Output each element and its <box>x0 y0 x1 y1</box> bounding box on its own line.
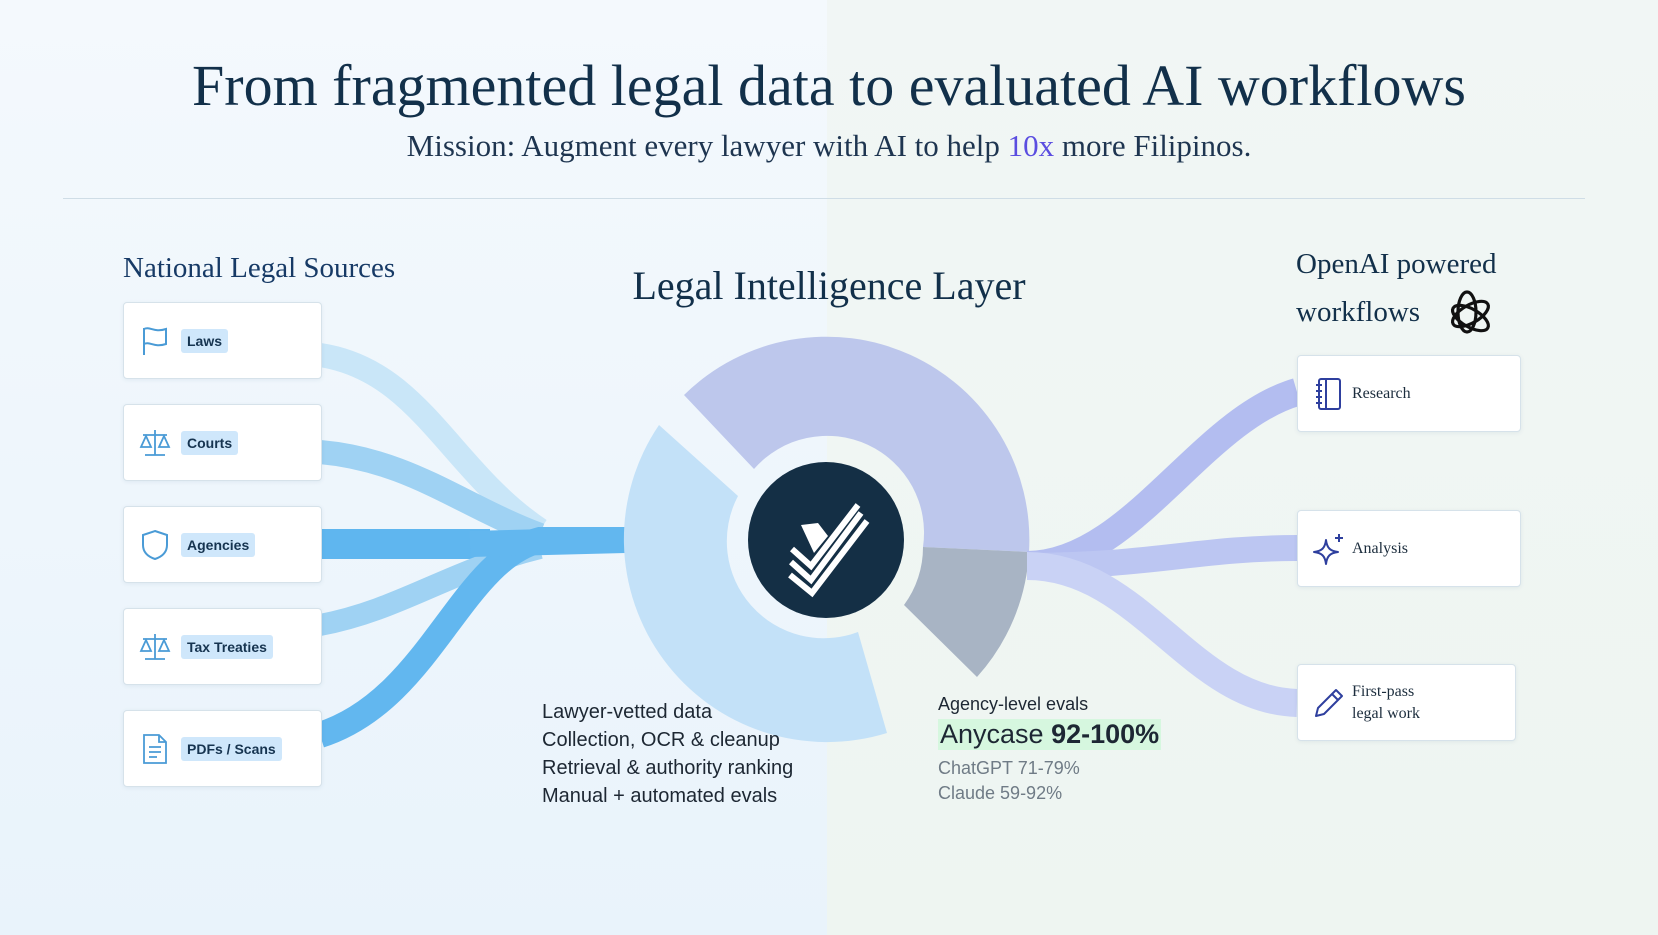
flow-laws <box>317 343 547 540</box>
pipeline-step: Retrieval & authority ranking <box>542 757 794 779</box>
anycase-logo-circle <box>748 462 904 618</box>
sparkle-icon <box>1312 532 1346 566</box>
source-card-laws[interactable]: Laws <box>123 302 322 379</box>
flow-courts <box>318 440 545 547</box>
mission-accent: 10x <box>1007 128 1055 163</box>
source-card-pdfs-scans[interactable]: PDFs / Scans <box>123 710 322 787</box>
flow-merge <box>469 527 626 557</box>
source-label: Laws <box>181 328 229 353</box>
workflow-label: Research <box>1352 384 1411 402</box>
workflow-label-line2: legal work <box>1352 704 1420 722</box>
flag-icon <box>138 324 172 358</box>
workflow-card-analysis[interactable]: Analysis <box>1297 510 1521 587</box>
anycase-score: Anycase 92-100% <box>938 719 1162 750</box>
layer-title: Legal Intelligence Layer <box>632 263 1026 308</box>
workflow-label: First-pass legal work <box>1352 681 1420 724</box>
donut-segment-top <box>684 336 1030 552</box>
pipeline-step: Lawyer-vetted data <box>542 701 713 723</box>
evals-heading: Agency-level evals <box>938 694 1089 714</box>
anycase-name: Anycase <box>940 719 1044 749</box>
document-icon <box>138 732 172 766</box>
donut-segment-right <box>904 547 1029 677</box>
workflows-title-line2-text: workflows <box>1296 295 1421 328</box>
source-label: Courts <box>181 430 239 455</box>
sources-title: National Legal Sources <box>123 252 396 284</box>
anycase-score-value: 92-100% <box>1051 719 1160 749</box>
workflow-label-line1: First-pass <box>1352 682 1415 700</box>
scales-icon <box>138 630 172 664</box>
scales-icon <box>138 426 172 460</box>
donut-segment-left <box>623 425 887 743</box>
workflow-label: Analysis <box>1352 539 1408 557</box>
notebook-icon <box>1312 377 1346 411</box>
source-label: PDFs / Scans <box>181 736 282 761</box>
evals-panel: Agency-level evals Anycase 92-100% ChatG… <box>938 694 1162 806</box>
workflow-card-first-pass[interactable]: First-pass legal work <box>1297 664 1516 741</box>
flow-firstpass <box>1026 552 1298 717</box>
workflows-title-line1: OpenAI powered <box>1296 248 1497 280</box>
source-card-courts[interactable]: Courts <box>123 404 322 481</box>
competitor-score: ChatGPT 71-79% <box>938 758 1080 778</box>
workflows-title: OpenAI powered workflows <box>1296 248 1556 343</box>
source-label: Tax Treaties <box>181 634 273 659</box>
intelligence-donut <box>623 336 1030 743</box>
anycase-check-logo <box>788 503 870 598</box>
competitor-score: Claude 59-92% <box>938 783 1063 803</box>
pencil-icon <box>1312 686 1346 720</box>
pipeline-step: Collection, OCR & cleanup <box>542 729 780 751</box>
openai-logo-icon <box>1451 290 1491 334</box>
source-label: Agencies <box>181 532 256 557</box>
pipeline-list: Lawyer-vetted data Collection, OCR & cle… <box>542 698 793 810</box>
source-card-tax-treaties[interactable]: Tax Treaties <box>123 608 322 685</box>
mission-statement: Mission: Augment every lawyer with AI to… <box>0 128 1658 164</box>
source-card-agencies[interactable]: Agencies <box>123 506 322 583</box>
workflow-card-research[interactable]: Research <box>1297 355 1521 432</box>
pipeline-step: Manual + automated evals <box>542 785 778 807</box>
mission-prefix: Mission: Augment every lawyer with AI to… <box>406 128 1008 163</box>
page-title: From fragmented legal data to evaluated … <box>192 53 1466 118</box>
shield-icon <box>138 528 172 562</box>
mission-suffix: more Filipinos. <box>1054 128 1252 163</box>
workflows-title-line2: workflows <box>1296 281 1556 343</box>
header-divider <box>63 198 1585 199</box>
